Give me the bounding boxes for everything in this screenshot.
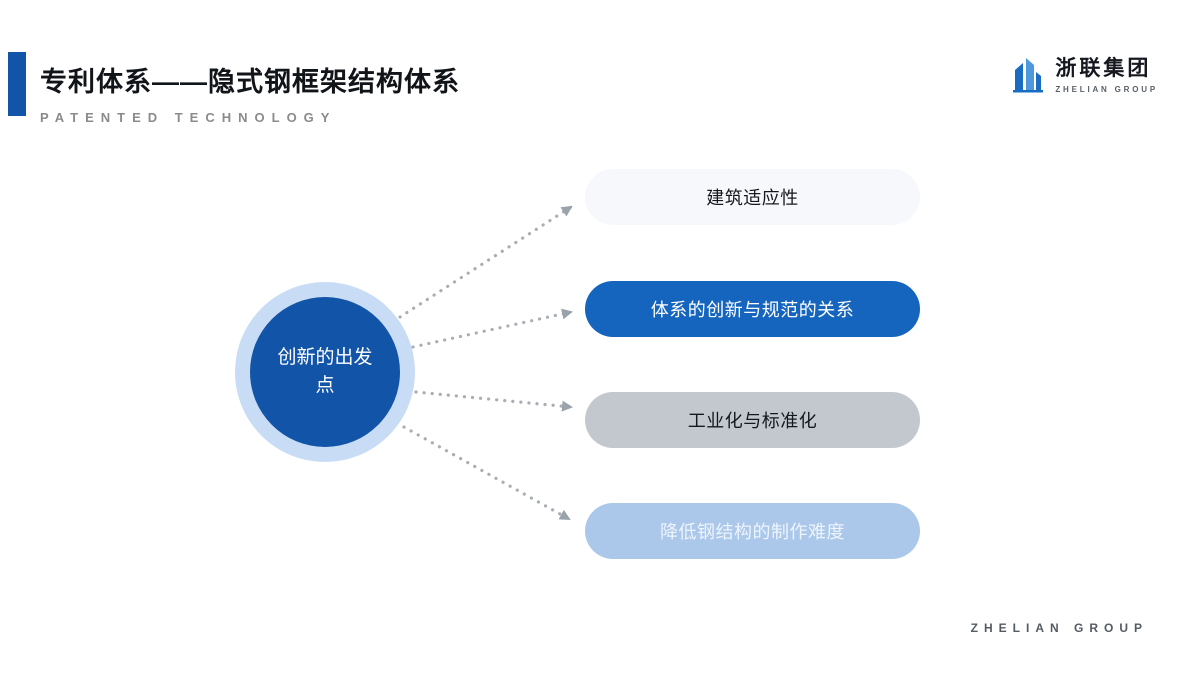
page-subtitle: PATENTED TECHNOLOGY	[40, 110, 337, 125]
arrow-line-4	[402, 425, 571, 521]
building-icon	[1013, 58, 1044, 93]
logo-subtext: ZHELIAN GROUP	[1055, 85, 1158, 94]
center-node-label: 创新的出发点	[277, 347, 373, 396]
header: 专利体系——隐式钢框架结构体系 PATENTED TECHNOLOGY	[40, 60, 460, 125]
page-title: 专利体系——隐式钢框架结构体系	[40, 67, 460, 97]
diagram-node-label: 工业化与标准化	[687, 411, 818, 431]
diagram-node-label: 体系的创新与规范的关系	[650, 300, 855, 320]
center-node-inner: 创新的出发点	[250, 297, 400, 447]
title-accent-bar	[8, 52, 26, 116]
logo-text: 浙联集团 ZHELIAN GROUP	[1055, 52, 1158, 94]
diagram-node-reduce-fabrication-difficulty: 降低钢结构的制作难度	[585, 503, 920, 559]
arrow-line-3	[414, 390, 573, 412]
arrow-line-1	[398, 205, 573, 319]
footer-text: ZHELIAN GROUP	[970, 621, 1148, 635]
diagram-node-industrialization-standardization: 工业化与标准化	[585, 392, 920, 448]
diagram-node-innovation-vs-code: 体系的创新与规范的关系	[585, 281, 920, 337]
diagram-node-label: 降低钢结构的制作难度	[660, 522, 845, 542]
logo: 浙联集团 ZHELIAN GROUP	[1008, 52, 1158, 94]
diagram-node-building-adaptability: 建筑适应性	[585, 169, 920, 225]
center-node: 创新的出发点	[235, 282, 415, 462]
diagram-node-label: 建筑适应性	[706, 188, 799, 208]
arrow-line-2	[411, 308, 573, 349]
logo-name: 浙联集团	[1055, 57, 1152, 80]
